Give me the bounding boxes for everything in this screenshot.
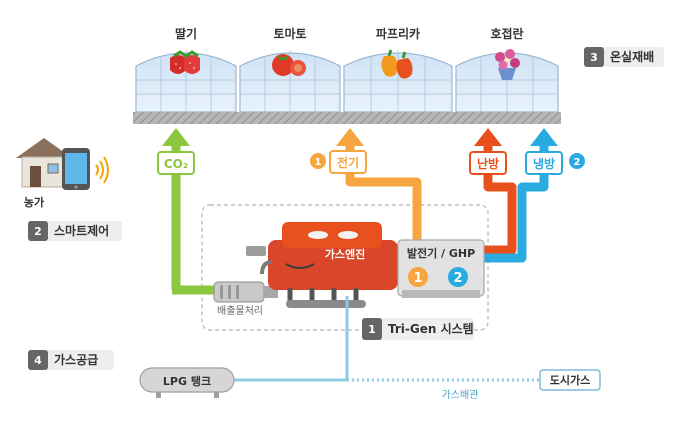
generator-label: 발전기 / GHP: [407, 246, 475, 260]
cooling-label: 냉방: [533, 156, 555, 171]
gas-supply-badge: 4 가스공급: [28, 350, 114, 370]
electric-badge: [310, 153, 326, 169]
heating-arrow-head: [474, 128, 502, 146]
heating-tag: [469, 151, 507, 175]
greenhouse-badge-number: 3: [590, 51, 598, 64]
strawberry-icon: [170, 50, 200, 74]
electric-arrow-head: [336, 128, 364, 146]
gas-supply-badge-number: 4: [34, 354, 42, 367]
greenhouse-3: [343, 50, 453, 113]
electric-label: 전기: [337, 155, 359, 170]
trigen-badge-number: 1: [368, 323, 376, 336]
engine-label: 가스엔진: [325, 247, 365, 261]
paprika-icon: [381, 49, 413, 79]
exhaust-treatment-unit: [213, 281, 278, 303]
smart-control-badge: 2 스마트제어: [28, 221, 122, 241]
lpg-tank-label: LPG 탱크: [163, 374, 211, 388]
generator-badge-2: [448, 267, 468, 287]
city-gas-label: 도시가스: [550, 373, 590, 387]
smartphone-icon: [62, 148, 90, 190]
crop-label-orchid: 호접란: [490, 26, 523, 41]
tomato-icon: [272, 54, 306, 76]
co2-arrow-head: [162, 128, 190, 146]
generator-badge-1: [408, 267, 428, 287]
trigen-label: Tri-Gen 시스템: [388, 321, 474, 336]
ground-strip: [133, 112, 561, 124]
generator-badge-2-number: 2: [453, 271, 462, 286]
city-gas-tag: 도시가스: [539, 369, 601, 391]
gas-engine-icon: [246, 222, 398, 308]
generator-badge-1-number: 1: [413, 271, 422, 286]
cooling-badge: [569, 153, 585, 169]
crop-label-paprika: 파프리카: [376, 26, 420, 41]
orchid-icon: [495, 49, 520, 80]
electric-badge-number: 1: [315, 157, 322, 168]
co2-tag: [157, 151, 195, 175]
crop-label-tomato: 토마토: [273, 26, 306, 41]
co2-label: CO₂: [164, 157, 188, 171]
heating-label: 난방: [477, 156, 499, 171]
electric-tag: [329, 150, 367, 174]
farm-house-icon: [16, 138, 72, 188]
crop-label-strawberry: 딸기: [175, 26, 197, 41]
gas-supply-label: 가스공급: [54, 352, 98, 367]
greenhouse-label: 온실재배: [610, 49, 654, 64]
cooling-badge-number: 2: [574, 157, 581, 168]
cooling-arrow-head: [530, 128, 558, 146]
greenhouse-row: [133, 50, 561, 124]
greenhouse-badge: 3 온실재배: [584, 47, 664, 67]
smart-control-label: 스마트제어: [54, 223, 109, 238]
greenhouse-2: [239, 50, 341, 113]
exhaust-label: 배출물처리: [217, 305, 263, 317]
trigen-badge: 1 Tri-Gen 시스템: [362, 318, 474, 340]
gas-pipe-label: 가스배관: [442, 389, 479, 401]
farm-label: 농가: [24, 195, 44, 209]
trigen-enclosure: [201, 204, 489, 331]
wireless-signal-icon: [95, 156, 109, 184]
smart-control-badge-number: 2: [34, 225, 42, 238]
cooling-tag: [525, 151, 563, 175]
lpg-tank-icon: [139, 367, 235, 398]
